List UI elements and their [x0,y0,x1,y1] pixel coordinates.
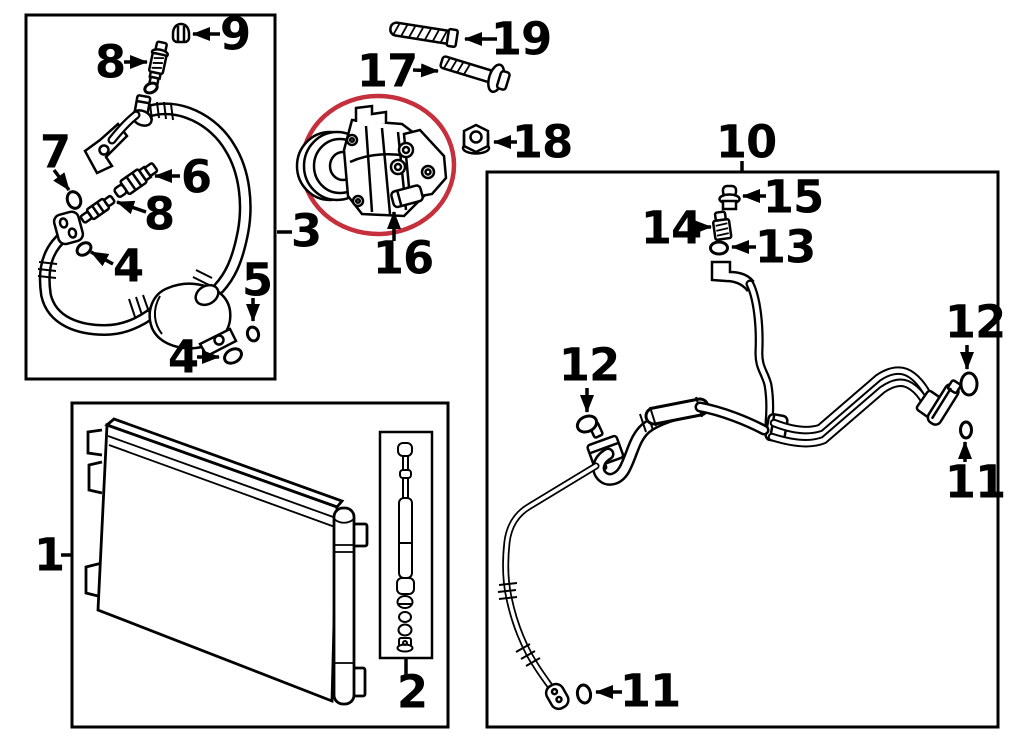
callout-11-bottom[interactable]: 11 [619,664,682,718]
o-ring-part-4-lower [223,347,243,365]
line-bottom-fitting [544,682,570,711]
condenser-assembly [84,417,369,706]
suction-hose-assembly [37,22,261,365]
callout-10[interactable]: 10 [715,115,778,169]
o-ring-part-5 [245,325,261,343]
o-ring-part-13 [709,240,729,256]
callout-12-left[interactable]: 12 [558,338,621,392]
service-valve-part-8-lower [79,194,116,224]
callout-3[interactable]: 3 [290,204,322,258]
o-ring-part-11-bottom [575,683,593,705]
callout-16[interactable]: 16 [372,231,435,285]
service-valve-part-8-upper [147,40,169,88]
nut-part-18 [461,123,491,155]
hose-fitting-plate [52,210,85,246]
hose-muffler [148,282,238,358]
o-ring-part-12-left [575,414,599,434]
callout-9[interactable]: 9 [219,7,251,61]
callout-12-right[interactable]: 12 [944,295,1007,349]
o-ring-under-valve-8 [143,81,159,95]
hose-elbow-flange [83,110,141,175]
o-ring-part-7 [65,190,83,210]
callout-11-right[interactable]: 11 [944,455,1007,509]
callout-7[interactable]: 7 [39,125,71,179]
leader-lines [61,161,744,676]
callout-18[interactable]: 18 [511,115,574,169]
callout-4-upper[interactable]: 4 [112,239,144,293]
callout-4-lower[interactable]: 4 [167,330,199,384]
line-end-flange [926,379,962,426]
callout-6[interactable]: 6 [180,150,212,204]
compressor-bracket [389,128,448,209]
callout-2[interactable]: 2 [396,665,428,719]
callout-19[interactable]: 19 [490,12,553,66]
stud-part-19 [389,21,459,49]
ac-line-assembly [497,184,979,711]
callout-15[interactable]: 15 [762,170,825,224]
callout-5[interactable]: 5 [241,253,273,307]
callout-1[interactable]: 1 [33,528,65,582]
callout-14[interactable]: 14 [640,201,703,255]
o-ring-part-12-right [959,371,979,397]
callout-13[interactable]: 13 [754,220,817,274]
service-valve-part-14 [711,210,733,241]
compressor-group [295,93,457,237]
callout-arrows [52,27,974,699]
bolt-part-17 [439,55,511,94]
callout-8-lower[interactable]: 8 [143,187,175,241]
drier-kit-part-2 [396,442,415,653]
callout-17[interactable]: 17 [356,44,419,98]
o-ring-part-4-upper [75,241,93,257]
o-ring-part-11-right [959,420,973,440]
callout-8-upper[interactable]: 8 [94,35,126,89]
ac-lines-panel [485,170,1000,729]
valve-cap-part-9 [171,22,191,44]
valve-cap-part-15 [718,184,741,211]
